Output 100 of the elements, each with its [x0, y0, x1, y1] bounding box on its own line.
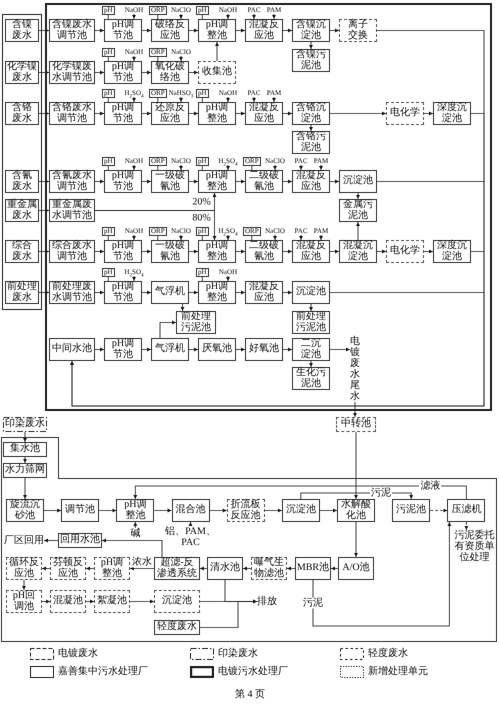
- process-box: 含镍污泥池: [292, 49, 330, 72]
- arrow: [38, 290, 50, 294]
- process-box: 混凝反应池: [245, 281, 283, 304]
- process-box: 沉淀池: [282, 499, 320, 522]
- arrow: [236, 250, 246, 254]
- arrow: [179, 56, 183, 62]
- arrow: [86, 566, 94, 570]
- process-box: 前处理污泥池: [176, 311, 216, 334]
- process-box: 厌氧池: [198, 338, 236, 361]
- arrow: [309, 42, 313, 50]
- process-box: 含铬沉淀池: [292, 102, 330, 125]
- process-box: pH调节池: [104, 102, 142, 125]
- legend-label: 印染废水: [218, 648, 258, 660]
- process-box: 轻度废水: [154, 620, 200, 635]
- arrow: [242, 566, 252, 570]
- dashed-process-box: pH回调池: [6, 590, 42, 613]
- process-box: 污泥池: [392, 499, 430, 522]
- arrow: [94, 250, 104, 254]
- disposal-note: 污泥委托有资质单位处理: [454, 530, 495, 563]
- arrow: [188, 70, 198, 74]
- arrow: [226, 96, 230, 102]
- process-box: 二级破氰池: [245, 170, 283, 193]
- arrow: [142, 348, 152, 352]
- arrow: [319, 234, 323, 240]
- process-box: 一级破氰池: [151, 170, 189, 193]
- process-box: 混凝反应池: [292, 170, 330, 193]
- arrow: [188, 522, 192, 526]
- discharge-label: 排放: [257, 596, 277, 607]
- arrow: [102, 538, 162, 558]
- dashed-process-box: 电化学: [386, 240, 424, 263]
- legend-label: 轻度废水: [368, 648, 408, 660]
- process-box: 压滤机: [447, 499, 486, 522]
- edge-label: 20%: [191, 196, 212, 208]
- arrow: [226, 14, 230, 20]
- dashed-process-box: 中转池: [336, 417, 376, 432]
- dashed-process-box: 循环反应池: [6, 557, 42, 580]
- arrow: [200, 600, 258, 628]
- arrow: [264, 508, 282, 512]
- dashed-process-box: 电化学: [386, 102, 424, 125]
- arrow: [309, 124, 313, 132]
- dashed-arrow: [464, 522, 468, 530]
- dashed-process-box: 絮凝池: [94, 590, 130, 613]
- arrow: [94, 290, 104, 294]
- arrow: [44, 538, 58, 542]
- arrow: [282, 250, 292, 254]
- process-box: A/O池: [338, 557, 374, 580]
- arrow: [179, 164, 183, 170]
- arrow: [354, 432, 358, 500]
- edge-label: 滤液: [419, 480, 442, 492]
- process-box: 深度沉淀池: [433, 102, 471, 125]
- process-box: 沉淀池: [339, 170, 377, 193]
- process-box: 含镍废水调节池: [49, 19, 95, 42]
- arrow: [179, 96, 183, 102]
- process-box: pH调整池: [198, 102, 236, 125]
- process-box: 前处理污泥池: [292, 311, 330, 334]
- process-box: pH调整池: [116, 499, 154, 522]
- arrow: [236, 112, 246, 116]
- arrow: [142, 250, 152, 254]
- arrow: [23, 432, 27, 442]
- arrow: [86, 600, 94, 604]
- arrow: [200, 566, 208, 570]
- arrow: [130, 566, 154, 570]
- boundary-frame: [2, 14, 42, 310]
- page-number: 第 4 页: [235, 689, 265, 701]
- arrow: [133, 522, 138, 528]
- process-box: 综合废水调节池: [49, 240, 95, 263]
- source-box: 印染废水: [3, 417, 47, 432]
- arrow: [180, 304, 184, 312]
- source-box: 化学镍废水: [5, 61, 39, 84]
- arrow: [300, 492, 414, 500]
- process-box: 重金属废水调节池: [49, 199, 95, 222]
- arrow: [282, 180, 292, 184]
- process-box: 调节池: [61, 499, 100, 522]
- edge-label: 污泥: [302, 598, 324, 608]
- process-box: 中间水池: [49, 338, 95, 361]
- process-box: 混合池: [172, 499, 210, 522]
- arrow: [282, 348, 292, 352]
- process-box: 还原反应池: [151, 102, 189, 125]
- process-box: 气浮机: [151, 338, 189, 361]
- process-box: 水力筛网: [3, 463, 47, 478]
- process-box: pH调节池: [104, 338, 142, 361]
- arrow: [179, 14, 183, 20]
- arrow: [236, 180, 246, 184]
- arrow: [94, 28, 104, 32]
- arrow: [424, 250, 434, 254]
- arrow: [282, 28, 292, 32]
- arrow: [133, 486, 467, 500]
- arrow: [330, 180, 340, 184]
- process-box: 回用水池: [58, 533, 102, 548]
- arrow: [188, 28, 198, 32]
- arrow: [330, 28, 340, 32]
- arrow: [42, 600, 50, 604]
- process-box: 好氧池: [245, 338, 283, 361]
- arrow: [356, 192, 360, 200]
- arrow: [215, 42, 219, 62]
- dashed-process-box: 沉淀池: [154, 590, 200, 613]
- arrow: [22, 580, 26, 590]
- process-box: 含氰废水调节池: [49, 170, 95, 193]
- arrow: [154, 508, 172, 512]
- arrow: [38, 250, 50, 254]
